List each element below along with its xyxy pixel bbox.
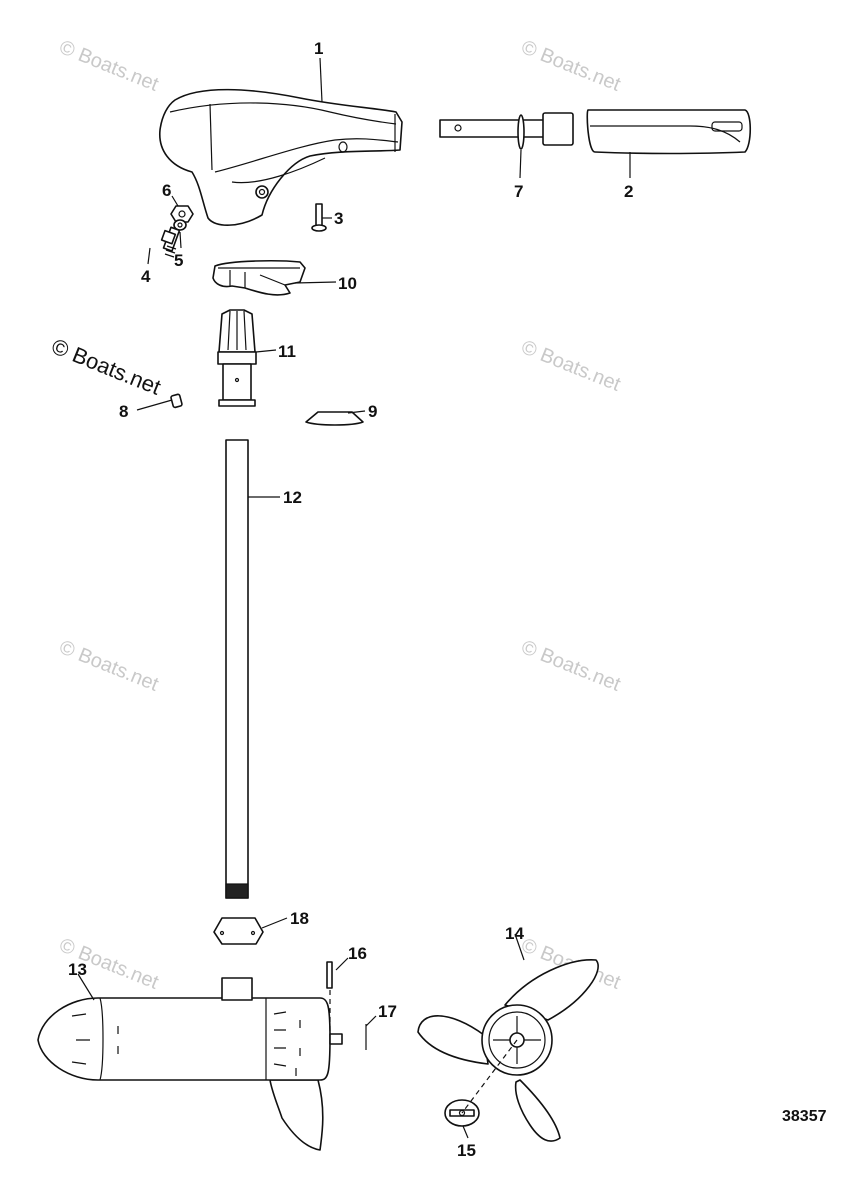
part-7-o-ring[interactable] <box>517 114 525 150</box>
callout-13: 13 <box>68 960 87 979</box>
figure-number: 38357 <box>782 1108 827 1125</box>
part-2-tiller-handle[interactable] <box>439 109 752 155</box>
callout-12: 12 <box>283 488 302 507</box>
part-13-lower-unit[interactable] <box>37 977 343 1151</box>
part-11-steering-collar[interactable] <box>217 309 257 407</box>
watermark: © Boats.net <box>518 636 624 696</box>
watermark: © Boats.net <box>56 636 162 696</box>
callout-11: 11 <box>278 342 296 361</box>
part-16-drive-pin[interactable] <box>326 961 333 989</box>
part-8-set-screw[interactable] <box>170 393 183 409</box>
watermark: © Boats.net <box>518 36 624 96</box>
head-fastener-boss <box>255 185 269 199</box>
part-1-motor-head[interactable] <box>159 88 403 226</box>
callout-3: 3 <box>334 209 343 228</box>
callout-2: 2 <box>624 182 633 201</box>
callout-labels: 1 2 3 4 5 6 7 8 9 10 11 12 13 14 15 16 1… <box>68 39 633 1160</box>
callout-10: 10 <box>338 274 357 293</box>
part-10-collar-clamp[interactable] <box>212 260 306 296</box>
callout-8: 8 <box>119 402 128 421</box>
part-14-propeller[interactable] <box>417 959 599 1142</box>
callout-14: 14 <box>505 924 524 943</box>
part-6-nut[interactable] <box>170 205 194 223</box>
callout-18: 18 <box>290 909 309 928</box>
watermarks: © Boats.net © Boats.net © Boats.net © Bo… <box>48 36 624 994</box>
callout-7: 7 <box>514 182 523 201</box>
part-4-screw[interactable] <box>160 226 181 258</box>
part-12-shaft[interactable] <box>225 439 249 899</box>
callout-9: 9 <box>368 402 377 421</box>
part-3-bolt[interactable] <box>311 203 327 232</box>
part-18-gasket[interactable] <box>213 917 264 945</box>
callout-5: 5 <box>174 251 183 270</box>
leader-lines <box>77 57 631 1139</box>
callout-16: 16 <box>348 944 367 963</box>
assembly-lines <box>329 990 518 1114</box>
watermark: © Boats.net <box>56 36 162 96</box>
callout-15: 15 <box>457 1141 476 1160</box>
callout-17: 17 <box>378 1002 397 1021</box>
watermark-prominent: © Boats.net <box>48 333 164 399</box>
watermark: © Boats.net <box>518 336 624 396</box>
callout-6: 6 <box>162 181 171 200</box>
callout-4: 4 <box>141 267 151 286</box>
callout-1: 1 <box>314 39 323 58</box>
part-9-spacer[interactable] <box>305 411 364 426</box>
